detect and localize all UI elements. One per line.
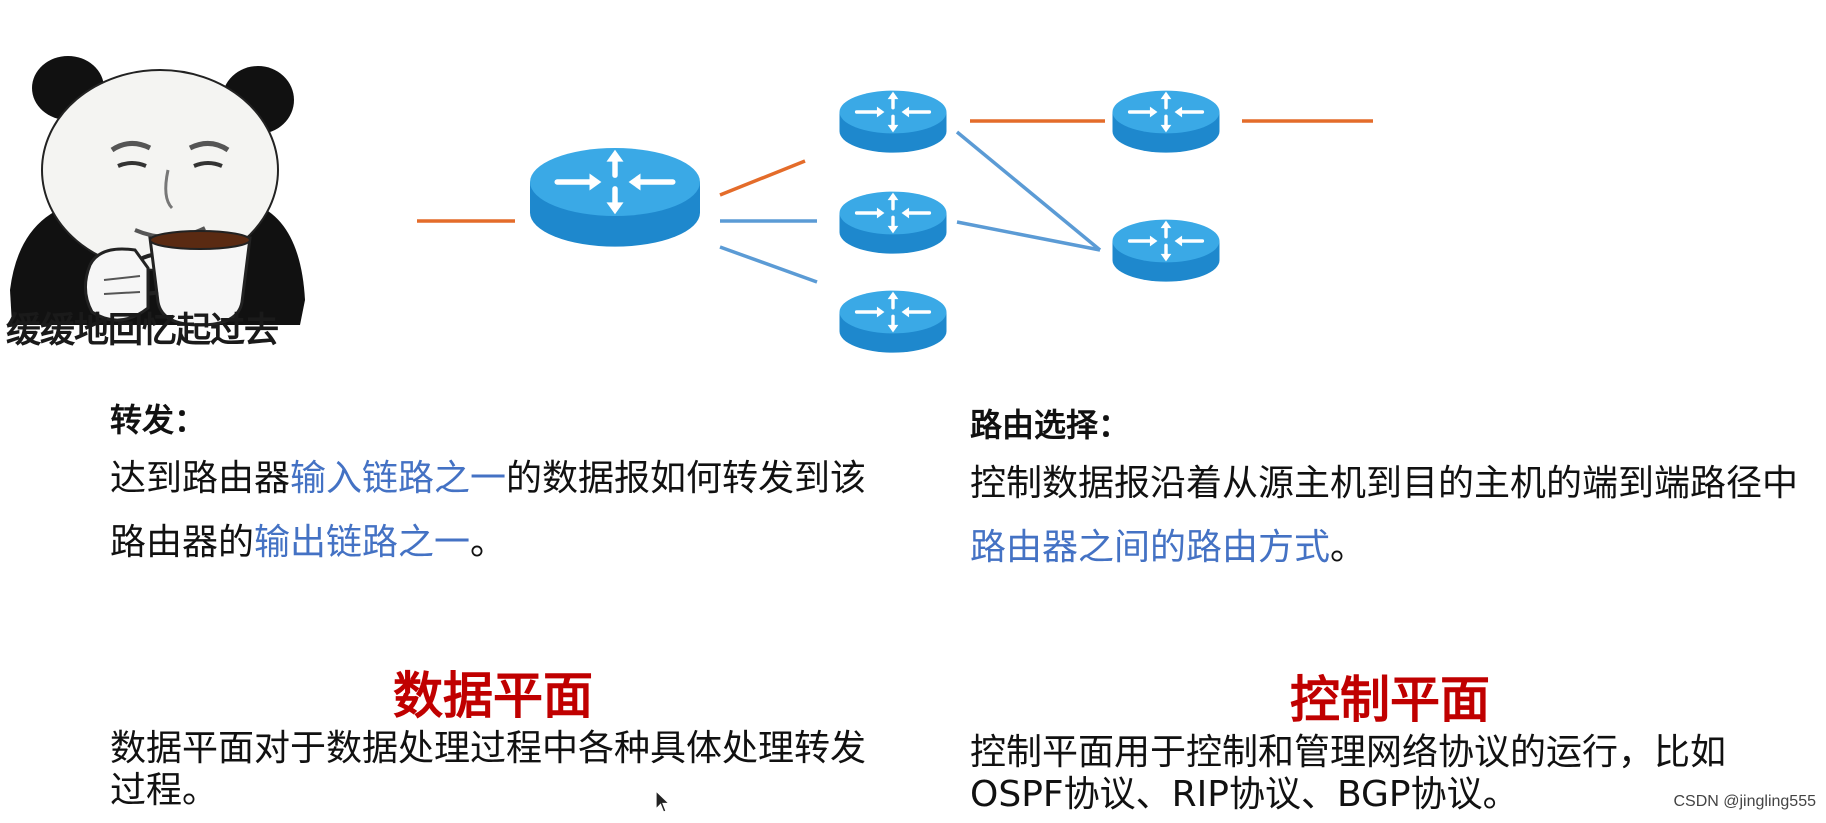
- link-r1-r2: [719, 159, 806, 197]
- router-icon: [837, 288, 949, 355]
- routing-highlight-route-method: 路由器之间的路由方式: [970, 527, 1331, 568]
- forwarding-highlight-output-link: 输出链路之一: [254, 522, 471, 563]
- cursor-icon: [655, 790, 671, 813]
- control-plane-title: 控制平面: [1290, 671, 1490, 729]
- csdn-watermark: CSDN @jingling555: [1673, 793, 1816, 810]
- forwarding-text: 达到路由器: [110, 458, 291, 499]
- router-icon: [1110, 88, 1222, 155]
- network-diagram: [417, 88, 1373, 355]
- data-plane-title: 数据平面: [393, 667, 593, 725]
- data-plane-description: 数据平面对于数据处理过程中各种具体处理转发过程。: [110, 728, 867, 811]
- forwarding-heading: 转发：: [110, 401, 207, 439]
- link-r2-r6: [955, 130, 1102, 252]
- link-r3-r6: [956, 220, 1101, 252]
- routing-description: 控制数据报沿着从源主机到目的主机的端到端路径中路由器之间的路由方式。: [970, 452, 1810, 580]
- router-icon: [837, 88, 949, 155]
- router-icon: [1110, 217, 1222, 284]
- forwarding-description: 达到路由器输入链路之一的数据报如何转发到该路由器的输出链路之一。: [110, 447, 880, 575]
- meme-caption: 缓缓地回忆起过去: [6, 311, 279, 351]
- link-r1-r4: [719, 245, 818, 284]
- routing-text: 控制数据报沿着从源主机到目的主机的端到端路径中: [970, 463, 1799, 504]
- forwarding-highlight-input-link: 输入链路之一: [290, 458, 507, 499]
- control-plane-description: 控制平面用于控制和管理网络协议的运行，比如OSPF协议、RIP协议、BGP协议。: [970, 732, 1727, 815]
- routing-text: 。: [1330, 527, 1367, 568]
- forwarding-text: 的数据报如何转发到该路由器的: [110, 458, 867, 563]
- routing-heading: 路由选择：: [970, 406, 1131, 444]
- router-icon: [530, 148, 700, 247]
- panda-meme-icon: [10, 56, 305, 327]
- forwarding-text: 。: [470, 522, 507, 563]
- router-icon: [837, 189, 949, 256]
